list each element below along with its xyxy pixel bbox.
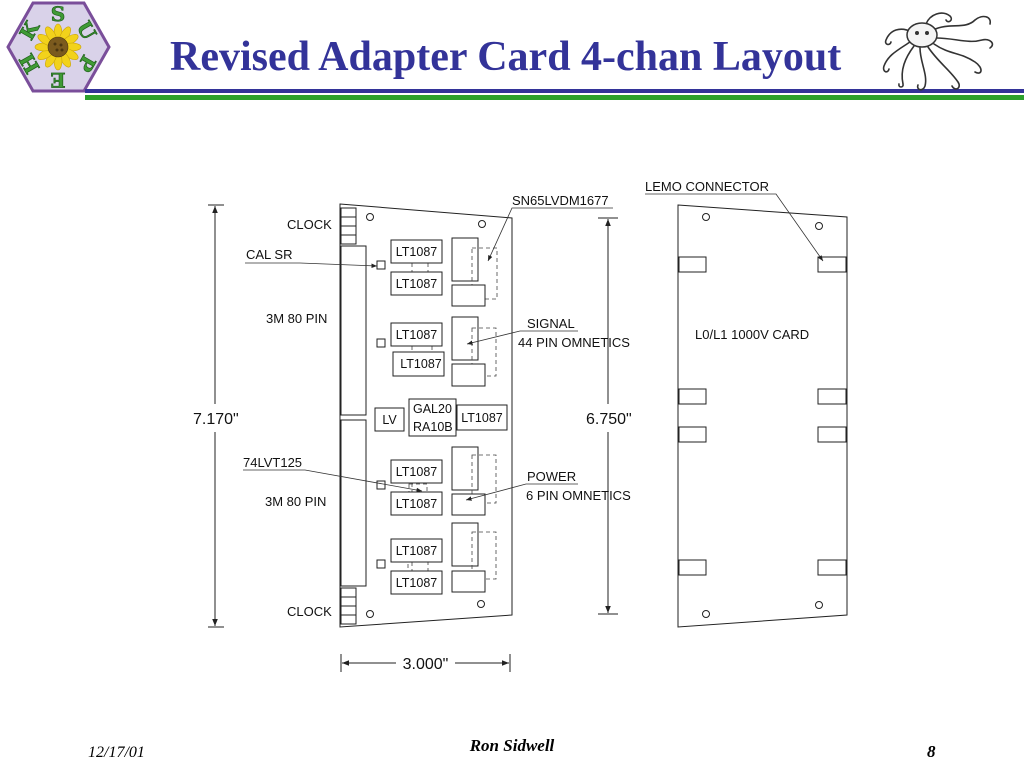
regulator-chip: LT1087 bbox=[390, 459, 443, 484]
title-rule-green bbox=[85, 95, 1024, 100]
footer-author: Ron Sidwell bbox=[469, 736, 555, 755]
dimension-label: 6.750" bbox=[586, 411, 632, 428]
signal-connector bbox=[451, 522, 497, 580]
hv-card: L0/L1 1000V CARD bbox=[677, 204, 848, 628]
dimension-height-left: 7.170" bbox=[193, 204, 239, 628]
footer-page-number: 8 bbox=[927, 742, 936, 761]
regulator-chip: LT1087 bbox=[456, 404, 508, 431]
lemo-connector bbox=[678, 256, 707, 273]
regulator-chip: LT1087 bbox=[390, 271, 443, 296]
footer-date: 12/17/01 bbox=[88, 744, 145, 761]
adapter-card-outline bbox=[339, 203, 513, 628]
label-power-connector: 6 PIN OMNETICS bbox=[526, 488, 631, 503]
label-80-pin-top: 3M 80 PIN bbox=[266, 311, 327, 326]
hv-card-outline bbox=[677, 204, 848, 628]
80-pin-connector-bottom bbox=[340, 419, 367, 587]
mounting-hole bbox=[478, 220, 486, 228]
gal-label-line1: GAL20 bbox=[413, 402, 452, 416]
sunflower-hexagon-logo: S U P E H K bbox=[6, 1, 111, 93]
label-cal-sr: CAL SR bbox=[246, 247, 292, 262]
title-rule-blue bbox=[85, 89, 1024, 93]
label-signal-connector: 44 PIN OMNETICS bbox=[518, 335, 630, 350]
signal-connector bbox=[451, 237, 498, 300]
power-connector bbox=[451, 493, 486, 516]
regulator-label: LT1087 bbox=[396, 277, 438, 291]
regulator-chip: LT1087 bbox=[390, 538, 443, 563]
regulator-chip: LT1087 bbox=[390, 570, 443, 595]
regulator-label: LT1087 bbox=[396, 497, 438, 511]
leader-line bbox=[465, 483, 578, 501]
label-lemo-connector: LEMO CONNECTOR bbox=[645, 179, 769, 194]
dimension-label: 7.170" bbox=[193, 411, 239, 428]
lemo-connector bbox=[817, 388, 847, 405]
clock-connector-top bbox=[340, 207, 357, 245]
lemo-connector bbox=[678, 559, 707, 576]
test-pad bbox=[376, 480, 386, 490]
regulator-label: LT1087 bbox=[396, 544, 438, 558]
label-74lvt125: 74LVT125 bbox=[243, 455, 302, 470]
label-clock-bottom: CLOCK bbox=[287, 604, 332, 619]
lv-chip: LV bbox=[374, 407, 405, 432]
adapter-card: LT1087 LT1087 LT1087 LT1087 LT1087 LT108… bbox=[339, 203, 513, 628]
leader-line bbox=[487, 207, 613, 262]
label-signal: SIGNAL bbox=[527, 316, 575, 331]
mounting-hole bbox=[815, 601, 823, 609]
power-connector bbox=[451, 570, 486, 593]
regulator-label: LT1087 bbox=[396, 328, 438, 342]
gal-chip: GAL20 RA10B bbox=[408, 398, 457, 437]
logo-letter: E bbox=[50, 68, 65, 92]
test-pad bbox=[376, 260, 386, 270]
logo-letter: S bbox=[51, 2, 65, 26]
lemo-connector bbox=[817, 559, 847, 576]
label-power: POWER bbox=[527, 469, 576, 484]
leader-line bbox=[245, 262, 378, 269]
mounting-hole bbox=[702, 213, 710, 221]
power-connector bbox=[451, 284, 486, 307]
regulator-chip: LT1087 bbox=[390, 239, 443, 264]
leader-line bbox=[243, 469, 423, 493]
test-pad bbox=[376, 338, 386, 348]
regulator-label: LT1087 bbox=[396, 245, 438, 259]
lemo-connector bbox=[678, 426, 707, 443]
regulator-label: LT1087 bbox=[400, 357, 442, 371]
test-pad bbox=[376, 559, 386, 569]
dimension-height-right: 6.750" bbox=[586, 217, 632, 615]
gal-label-line2: RA10B bbox=[413, 420, 453, 434]
regulator-chip: LT1087 bbox=[392, 351, 445, 377]
mounting-hole bbox=[366, 213, 374, 221]
clock-connector-bottom bbox=[340, 587, 357, 625]
80-pin-connector-top bbox=[340, 245, 367, 416]
octopus-icon bbox=[882, 12, 994, 91]
hv-card-label: L0/L1 1000V CARD bbox=[695, 327, 809, 342]
lemo-connector bbox=[817, 256, 847, 273]
lemo-connector bbox=[817, 426, 847, 443]
leader-line bbox=[466, 330, 578, 345]
mounting-hole bbox=[477, 600, 485, 608]
regulator-chip: LT1087 bbox=[390, 491, 443, 516]
mounting-hole bbox=[366, 610, 374, 618]
regulator-chip: LT1087 bbox=[390, 322, 443, 347]
leader-line bbox=[645, 193, 824, 262]
mounting-hole bbox=[815, 222, 823, 230]
lv-label: LV bbox=[382, 413, 397, 427]
label-sn65lvdm1677: SN65LVDM1677 bbox=[512, 193, 609, 208]
label-clock-top: CLOCK bbox=[287, 217, 332, 232]
mounting-hole bbox=[702, 610, 710, 618]
sunflower-icon bbox=[34, 23, 82, 71]
regulator-label: LT1087 bbox=[461, 411, 503, 425]
power-connector bbox=[451, 363, 486, 387]
dimension-width: 3.000" bbox=[340, 654, 511, 673]
dimension-label: 3.000" bbox=[403, 656, 449, 673]
regulator-label: LT1087 bbox=[396, 465, 438, 479]
signal-connector bbox=[451, 316, 497, 377]
label-80-pin-bottom: 3M 80 PIN bbox=[265, 494, 326, 509]
slide-title: Revised Adapter Card 4-chan Layout bbox=[170, 34, 841, 80]
lemo-connector bbox=[678, 388, 707, 405]
regulator-label: LT1087 bbox=[396, 576, 438, 590]
